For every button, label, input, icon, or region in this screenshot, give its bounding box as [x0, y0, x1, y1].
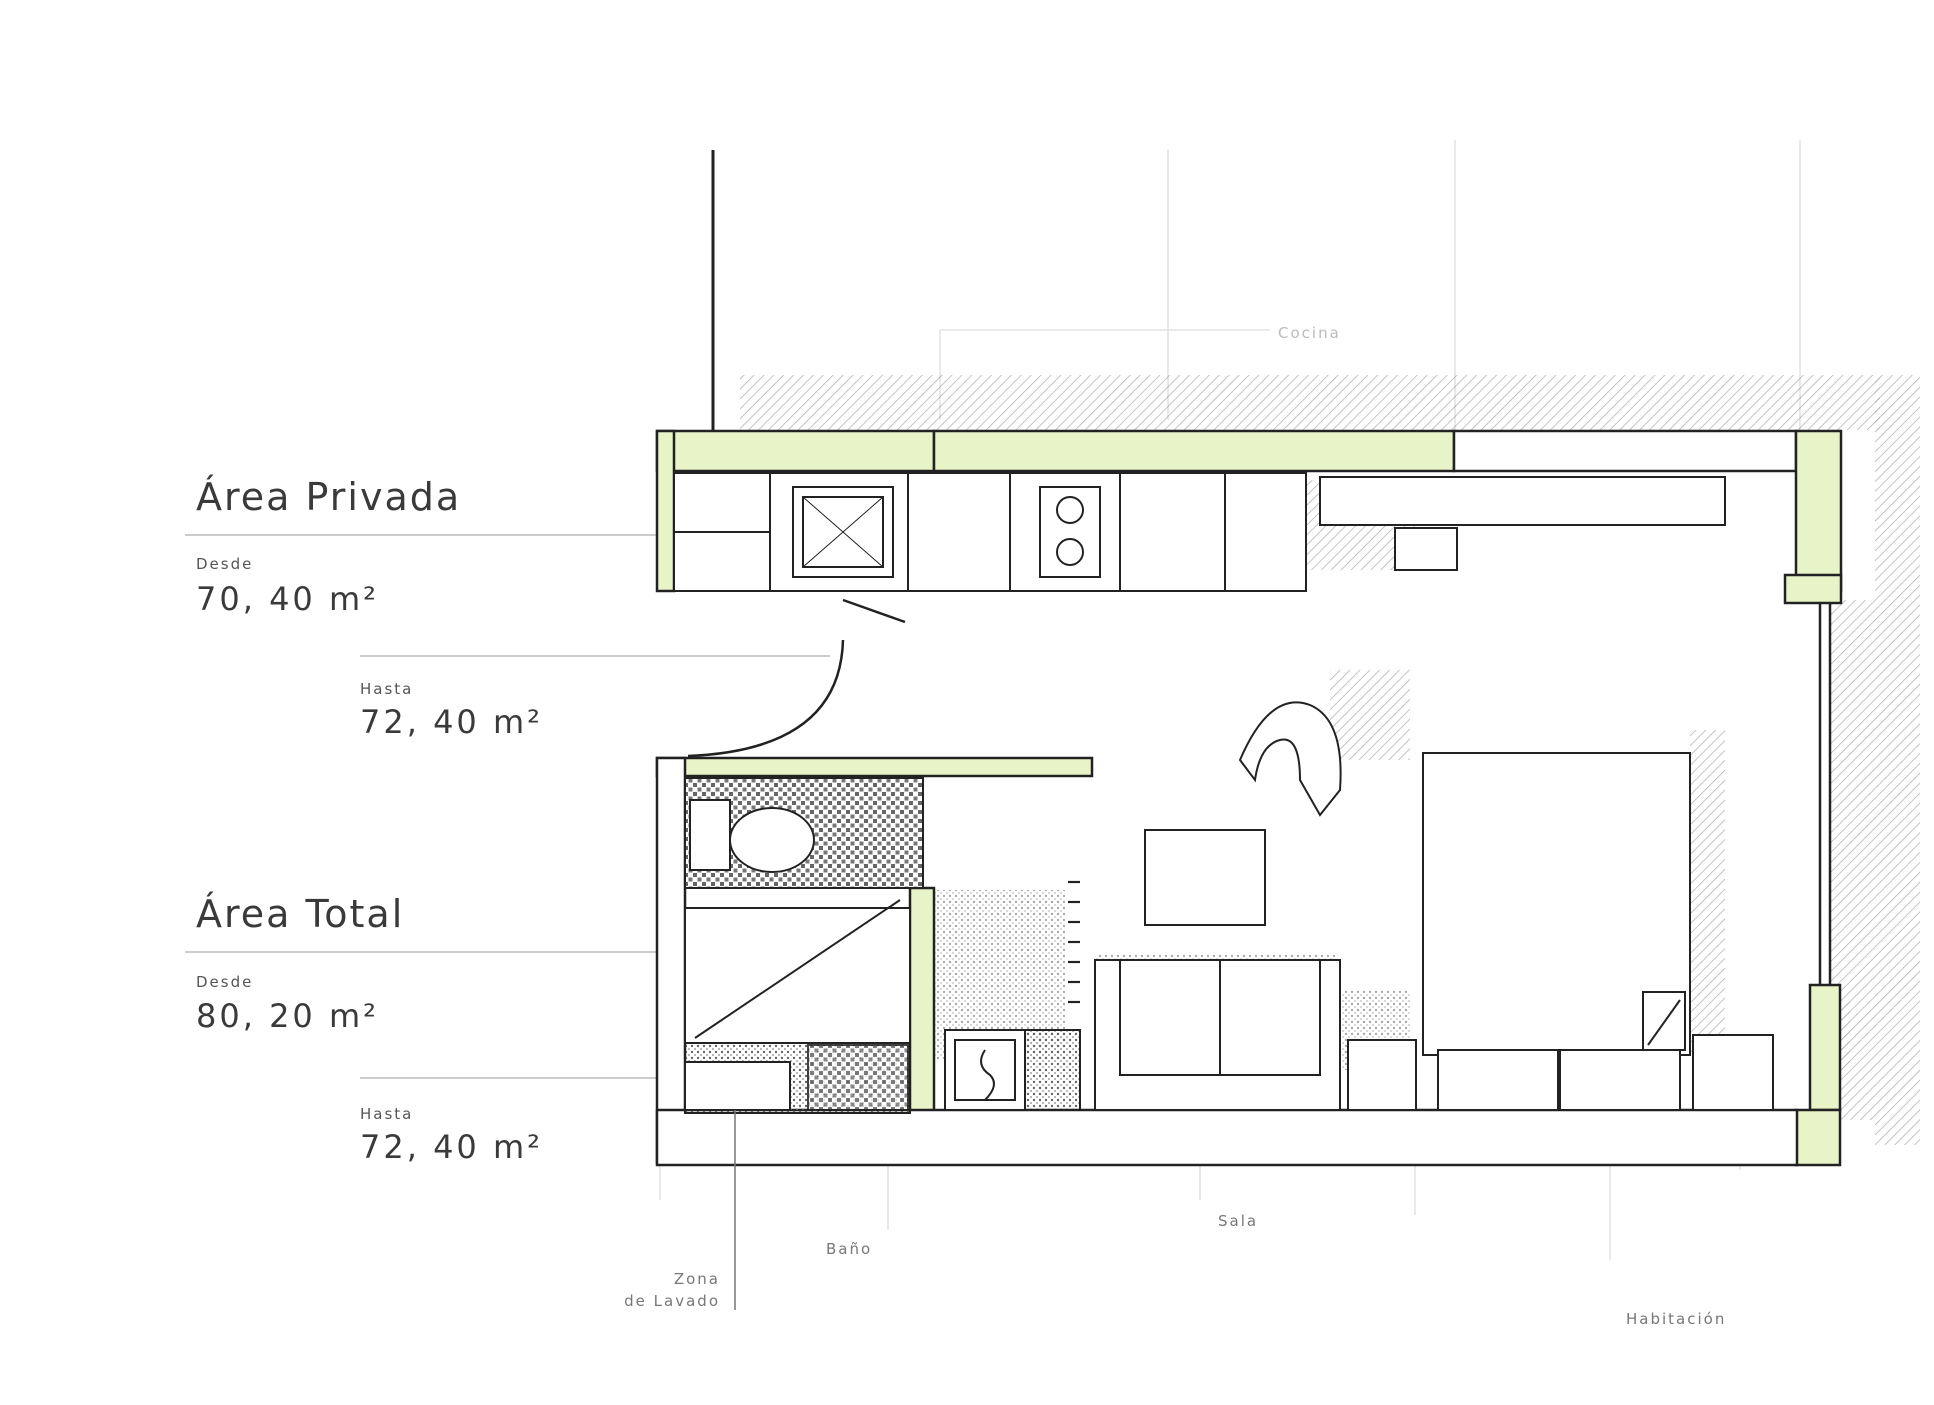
- area-total-title: Área Total: [196, 892, 405, 936]
- living-room: [1068, 701, 1417, 1111]
- room-label-zona: Zona: [673, 1270, 720, 1288]
- room-label-cocina: Cocina: [1278, 324, 1341, 342]
- area-privada-hasta-label: Hasta: [360, 680, 414, 698]
- room-label-sala: Sala: [1218, 1212, 1259, 1230]
- coffee-table: [1144, 829, 1266, 926]
- area-privada-desde-value: 70, 40 m²: [196, 580, 379, 618]
- room-label-zona-lavado: Zona de Lavado: [612, 1268, 720, 1312]
- area-privada-desde-label: Desde: [196, 555, 254, 573]
- bathroom: [684, 777, 924, 1114]
- armchair-icon: [1238, 701, 1342, 817]
- label-leader-lines: [185, 534, 830, 1079]
- toilet-icon: [729, 807, 815, 873]
- area-total-desde-value: 80, 20 m²: [196, 997, 379, 1035]
- stool-marks: [1068, 880, 1080, 1004]
- area-privada-title: Área Privada: [196, 475, 462, 519]
- bedroom: [1422, 752, 1774, 1111]
- area-total-hasta-label: Hasta: [360, 1105, 414, 1123]
- kitchen: [673, 472, 1726, 592]
- room-label-bano: Baño: [826, 1240, 873, 1258]
- laundry: [944, 1029, 1081, 1111]
- entry-door: [687, 598, 906, 758]
- area-total-desde-label: Desde: [196, 973, 254, 991]
- area-privada-hasta-value: 72, 40 m²: [360, 703, 543, 741]
- room-label-de-lavado: de Lavado: [624, 1292, 720, 1310]
- room-label-habitacion: Habitación: [1626, 1310, 1727, 1328]
- area-total-hasta-value: 72, 40 m²: [360, 1128, 543, 1166]
